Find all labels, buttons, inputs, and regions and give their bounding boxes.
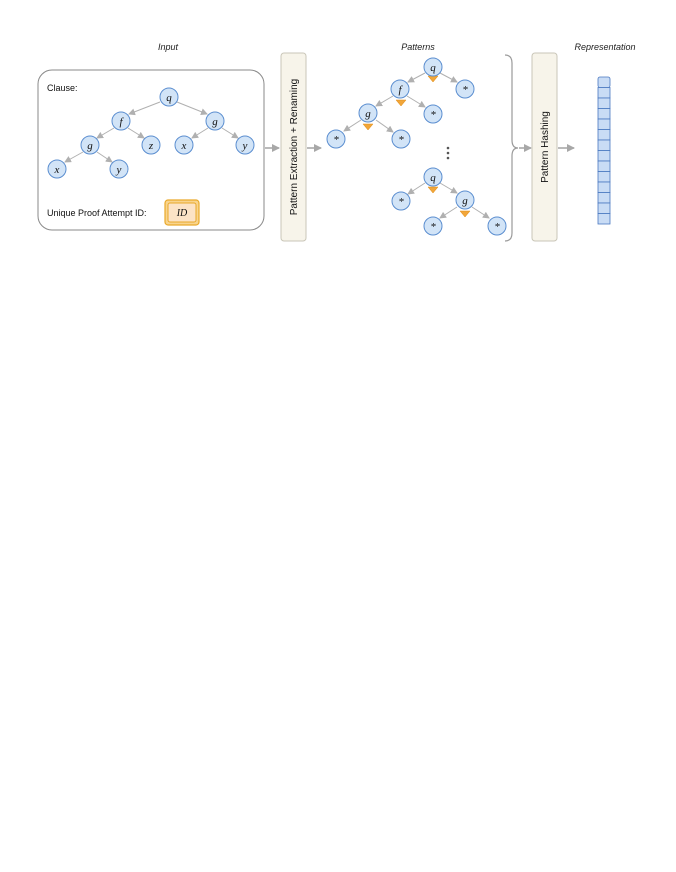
clause-edge-g-x [191, 127, 209, 139]
p1-node-star-c: * [326, 129, 346, 149]
clause-node-y-leaf: y [109, 159, 129, 179]
clause-node-q: q [159, 87, 179, 107]
vector-cell [597, 118, 611, 130]
clause-node-z: z [141, 135, 161, 155]
proof-id-value: ID [176, 208, 188, 219]
svg-text:x: x [181, 140, 187, 152]
vector-cell [597, 160, 611, 172]
vector-cell [597, 181, 611, 193]
vector-cell [597, 192, 611, 204]
p2-node-star-c: * [487, 216, 507, 236]
pattern2-edges [407, 182, 490, 219]
clause-node-f: f [111, 111, 131, 131]
p2-marker-g [459, 210, 471, 218]
patterns-section-label: Patterns [401, 42, 435, 52]
p1-node-star-b: * [423, 104, 443, 124]
clause-node-y: y [235, 135, 255, 155]
p1-edge-q-f [407, 72, 426, 83]
p1-marker-g [362, 123, 374, 131]
clause-tree-edges [64, 101, 239, 163]
svg-text:q: q [430, 172, 436, 184]
input-panel-frame [37, 69, 265, 231]
p1-edge-q-star [439, 72, 458, 83]
representation-section-label: Representation [574, 42, 635, 52]
clause-edge-g-x2 [64, 151, 84, 163]
clause-edge-g-y [221, 127, 239, 139]
p1-node-q: q [423, 57, 443, 77]
extraction-step-label: Pattern Extraction + Renaming [289, 79, 300, 215]
p2-node-star-b: * [423, 216, 443, 236]
vector-cell [597, 150, 611, 162]
svg-text:q: q [166, 92, 172, 104]
vector-cell [597, 139, 611, 151]
vector-cell [597, 171, 611, 183]
svg-text:y: y [116, 164, 122, 176]
p1-node-star-d: * [391, 129, 411, 149]
vector-cell [597, 108, 611, 120]
vector-cell [597, 97, 611, 109]
input-section-label: Input [158, 42, 179, 52]
p2-edge-q-star [407, 182, 426, 195]
p1-node-f: f [390, 79, 410, 99]
svg-text:*: * [494, 221, 500, 233]
p1-marker-q [427, 75, 439, 83]
svg-text:g: g [212, 116, 218, 128]
svg-text:y: y [242, 140, 248, 152]
svg-text:g: g [462, 195, 468, 207]
p2-node-star-a: * [391, 191, 411, 211]
svg-text:*: * [398, 196, 404, 208]
clause-node-x: x [174, 135, 194, 155]
clause-edge-g-y2 [96, 151, 113, 163]
representation-vector [597, 76, 611, 225]
svg-text:*: * [430, 109, 436, 121]
vector-cell [597, 213, 611, 225]
p1-edge-g-star-right [375, 119, 394, 133]
clause-node-g-right: g [205, 111, 225, 131]
vector-cell [597, 76, 611, 88]
svg-text:g: g [365, 108, 371, 120]
vector-cell [597, 87, 611, 99]
hashing-step-label: Pattern Hashing [540, 111, 551, 183]
svg-text:x: x [54, 164, 60, 176]
p1-node-star-a: * [455, 79, 475, 99]
clause-edge-q-g [176, 101, 208, 116]
svg-text:*: * [430, 221, 436, 233]
svg-text:z: z [148, 140, 154, 152]
clause-edge-q-f [128, 101, 161, 116]
svg-text:*: * [398, 134, 404, 146]
p2-node-q: q [423, 167, 443, 187]
p1-marker-f [395, 99, 407, 107]
p1-edge-f-star [406, 95, 426, 108]
svg-text:q: q [430, 62, 436, 74]
vector-cell [597, 202, 611, 214]
proof-id-badge: ID [164, 199, 200, 226]
proof-id-label: Unique Proof Attempt ID: [47, 208, 147, 218]
extraction-step-box [280, 52, 307, 242]
p1-edge-g-star-left [343, 119, 362, 132]
clause-node-x-leaf: x [47, 159, 67, 179]
clause-node-g-left: g [80, 135, 100, 155]
clause-label: Clause: [47, 83, 78, 93]
svg-text:f: f [119, 116, 124, 128]
p2-edge-q-g [439, 182, 458, 194]
hashing-step-box [531, 52, 558, 242]
svg-text:f: f [398, 84, 403, 96]
vector-cell [597, 129, 611, 141]
p1-node-g: g [358, 103, 378, 123]
svg-text:*: * [462, 84, 468, 96]
p2-edge-g-star-right [471, 206, 490, 219]
clause-edge-f-z [127, 127, 145, 139]
more-patterns-ellipsis [446, 146, 450, 160]
svg-text:*: * [333, 134, 339, 146]
p2-marker-q [427, 186, 439, 194]
patterns-brace [504, 54, 519, 242]
p2-edge-g-star-left [439, 206, 458, 219]
p2-node-g: g [455, 190, 475, 210]
p1-edge-f-g [375, 95, 394, 107]
clause-edge-f-g [96, 127, 115, 139]
pattern1-edges [343, 72, 458, 133]
svg-text:g: g [87, 140, 93, 152]
